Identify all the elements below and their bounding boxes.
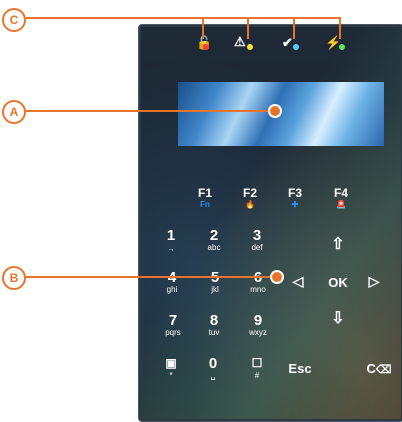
key-6[interactable]: 6mno — [250, 270, 266, 294]
callout-a-line — [26, 110, 272, 112]
f3-key[interactable]: F3 ✚ — [283, 186, 307, 209]
key-5[interactable]: 5jkl — [211, 270, 219, 294]
callout-b-line — [26, 276, 274, 278]
callout-c-drop-3 — [293, 17, 295, 39]
arrow-left-icon: ◁ — [292, 273, 304, 289]
warning-icon: ⚠ — [234, 34, 246, 49]
led-green — [339, 44, 345, 50]
f1-label: F1 — [197, 186, 212, 200]
arrow-down-icon: ⇩ — [331, 310, 345, 327]
callout-c-drop-1 — [202, 17, 204, 39]
callout-c: C — [2, 8, 26, 32]
right-arrow-key[interactable]: ▷ — [364, 273, 384, 290]
arrow-right-icon: ▷ — [368, 273, 380, 289]
f2-label: F2 — [242, 186, 257, 200]
key-hash[interactable]: ☐# — [251, 356, 263, 380]
led-red — [203, 44, 209, 50]
callout-a: A — [2, 100, 26, 124]
left-arrow-key[interactable]: ◁ — [288, 273, 308, 290]
medical-icon: ✚ — [291, 200, 299, 209]
key-0[interactable]: 0␣ — [208, 355, 218, 380]
check-icon: ✔ — [282, 35, 293, 50]
f4-key[interactable]: F4 🚨 — [329, 186, 353, 209]
f2-key[interactable]: F2 🔥 — [238, 186, 262, 209]
led-blue — [293, 44, 299, 50]
key-star[interactable]: ▣* — [165, 356, 177, 380]
fn-icon: Fn — [200, 200, 210, 209]
alarm-icon: 🚨 — [336, 200, 346, 209]
clear-key[interactable]: C⌫ — [362, 361, 396, 376]
key-1[interactable]: 1., — [166, 227, 176, 252]
callout-b: B — [2, 266, 26, 290]
arrow-up-icon: ⇧ — [331, 236, 345, 253]
callout-a-target — [268, 104, 282, 118]
f1-key[interactable]: F1 Fn — [193, 186, 217, 209]
backspace-icon: ⌫ — [375, 364, 392, 376]
callout-c-drop-4 — [339, 17, 341, 39]
callout-c-drop-2 — [247, 17, 249, 39]
clear-label: C — [366, 361, 376, 376]
esc-key[interactable]: Esc — [288, 361, 312, 376]
fire-icon: 🔥 — [245, 200, 255, 209]
callout-b-target — [270, 270, 284, 284]
ok-key[interactable]: OK — [328, 275, 348, 290]
key-4[interactable]: 4ghi — [166, 270, 178, 294]
led-yellow — [247, 44, 253, 50]
up-arrow-key[interactable]: ⇧ — [328, 234, 348, 254]
down-arrow-key[interactable]: ⇩ — [328, 308, 348, 328]
f4-label: F4 — [333, 186, 348, 200]
callout-c-line — [26, 17, 340, 19]
f3-label: F3 — [287, 186, 302, 200]
power-icon: ⚡ — [325, 35, 342, 50]
